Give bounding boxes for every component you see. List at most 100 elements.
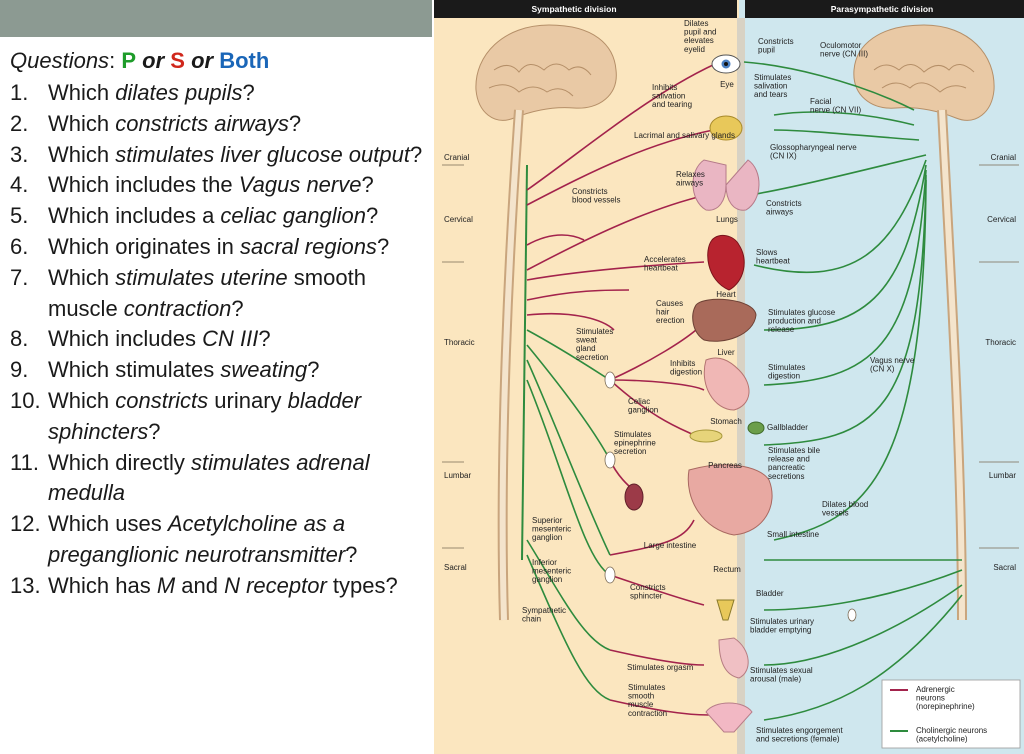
symp-effect-label-line: Constricts xyxy=(572,187,608,196)
question-text: Which uses xyxy=(48,511,168,537)
gallbladder-icon xyxy=(747,421,765,435)
question-text: CN III xyxy=(202,326,259,352)
title-bar xyxy=(0,0,432,37)
para-effect-label-line: Stimulates xyxy=(768,363,805,372)
symp-effect-label-line: hair xyxy=(656,308,670,317)
organ-label: Small intestine xyxy=(767,530,820,539)
organ-label: Pancreas xyxy=(708,461,742,470)
question-text: M xyxy=(156,572,176,598)
region-label-right: Cranial xyxy=(991,153,1017,162)
parasympathetic-header xyxy=(745,0,1024,18)
symp-effect-label-line: Stimulates xyxy=(628,683,665,692)
symp-effect-label-line: mesenteric xyxy=(532,525,571,534)
symp-effect-label-line: erection xyxy=(656,316,684,325)
questions-prefix: Questions xyxy=(10,48,110,73)
organ-label: Lungs xyxy=(716,215,738,224)
question-item: 4.Which includes the Vagus nerve? xyxy=(10,170,430,201)
symp-effect-label-line: airways xyxy=(676,179,703,188)
question-number: 1. xyxy=(10,80,29,105)
region-label-right: Sacral xyxy=(993,563,1016,572)
answer-s: S xyxy=(170,48,185,73)
question-text: Vagus nerve xyxy=(238,172,362,198)
para-effect-label-line: Dilates blood xyxy=(822,500,868,509)
question-text: dilates pupils xyxy=(115,80,243,105)
para-effect-label-line: (CN X) xyxy=(870,365,895,374)
heart-icon xyxy=(707,234,745,291)
question-text: constricts xyxy=(115,387,209,413)
question-text: Which includes the xyxy=(48,172,239,198)
question-item: 5.Which includes a celiac ganglion? xyxy=(10,201,430,232)
legend-label-line: (acetylcholine) xyxy=(916,735,968,744)
question-text: Which originates in xyxy=(48,233,240,259)
symp-effect-label-line: Inhibits xyxy=(652,83,677,92)
question-item: 12.Which uses Acetylcholine as a pregang… xyxy=(10,509,430,571)
para-effect-label-line: production and xyxy=(768,317,821,326)
sympathetic-title: Sympathetic division xyxy=(531,4,616,14)
para-effect-label-line: and secretions (female) xyxy=(756,735,840,744)
para-effect-label-line: Stimulates glucose xyxy=(768,308,836,317)
question-number: 13. xyxy=(10,572,41,598)
question-text: Which xyxy=(48,264,116,290)
legend-label-line: Adrenergic xyxy=(916,685,955,694)
question-text: Which xyxy=(48,387,116,413)
symp-effect-label-line: heartbeat xyxy=(644,264,679,273)
legend-label-line: Cholinergic neurons xyxy=(916,726,987,735)
para-effect-label-line: Slows xyxy=(756,248,777,257)
organ-label: Gallbladder xyxy=(767,423,808,432)
adrenal-kidney-icon xyxy=(624,483,644,511)
para-effect-label-line: airways xyxy=(766,208,793,217)
para-effect-label-line: and tears xyxy=(754,90,787,99)
question-number: 6. xyxy=(10,233,29,259)
para-effect-label-line: secretions xyxy=(768,472,804,481)
para-effect-label-line: pupil xyxy=(758,46,775,55)
question-number: 5. xyxy=(10,203,29,229)
symp-effect-label-line: Relaxes xyxy=(676,170,705,179)
symp-effect-label-line: ganglion xyxy=(628,406,658,415)
region-label-left: Lumbar xyxy=(444,471,471,480)
uterus-icon xyxy=(705,702,753,733)
para-effect-label-line: (CN IX) xyxy=(770,152,797,161)
para-effect-label: Glossopharyngeal nerve(CN IX) xyxy=(770,143,857,161)
question-text: contraction xyxy=(123,295,232,321)
symp-effect-label-line: Stimulates xyxy=(614,430,651,439)
symp-effect-label-line: gland xyxy=(576,344,596,353)
para-effect-label-line: Stimulates bile xyxy=(768,446,821,455)
questions-header: Questions: P or S or Both xyxy=(10,46,430,76)
question-text: stimulates adrenal medulla xyxy=(48,449,370,506)
organ-label: Bladder xyxy=(756,589,784,598)
region-label-left: Thoracic xyxy=(444,338,475,347)
left-brain-icon xyxy=(475,24,617,121)
symp-effect-label-line: chain xyxy=(522,615,541,624)
region-label-right: Lumbar xyxy=(989,471,1016,480)
question-text: N receptor xyxy=(224,572,327,598)
symp-effect-label-line: and tearing xyxy=(652,100,692,109)
symp-effect-label-line: elevates xyxy=(684,36,714,45)
symp-effect-label-line: smooth xyxy=(628,692,654,701)
answer-or: or xyxy=(191,48,214,73)
question-text: and xyxy=(175,572,225,598)
liver-icon xyxy=(692,298,757,342)
answer-both: Both xyxy=(219,48,270,73)
region-separators xyxy=(442,164,1019,549)
region-label-right: Thoracic xyxy=(985,338,1016,347)
question-text: sweating xyxy=(220,357,308,383)
question-text: Which xyxy=(48,110,116,136)
question-item: 6.Which originates in sacral regions? xyxy=(10,232,430,263)
symp-effect-label-line: eyelid xyxy=(684,45,705,54)
region-label-left: Cranial xyxy=(444,153,470,162)
autonomic-diagram: Sympathetic division Parasympathetic div… xyxy=(434,0,1024,754)
